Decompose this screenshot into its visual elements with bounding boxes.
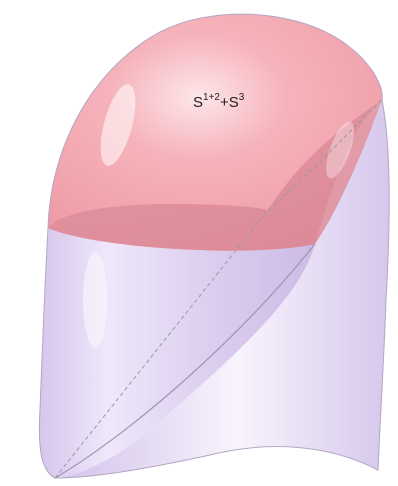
lower-highlight <box>83 252 107 348</box>
